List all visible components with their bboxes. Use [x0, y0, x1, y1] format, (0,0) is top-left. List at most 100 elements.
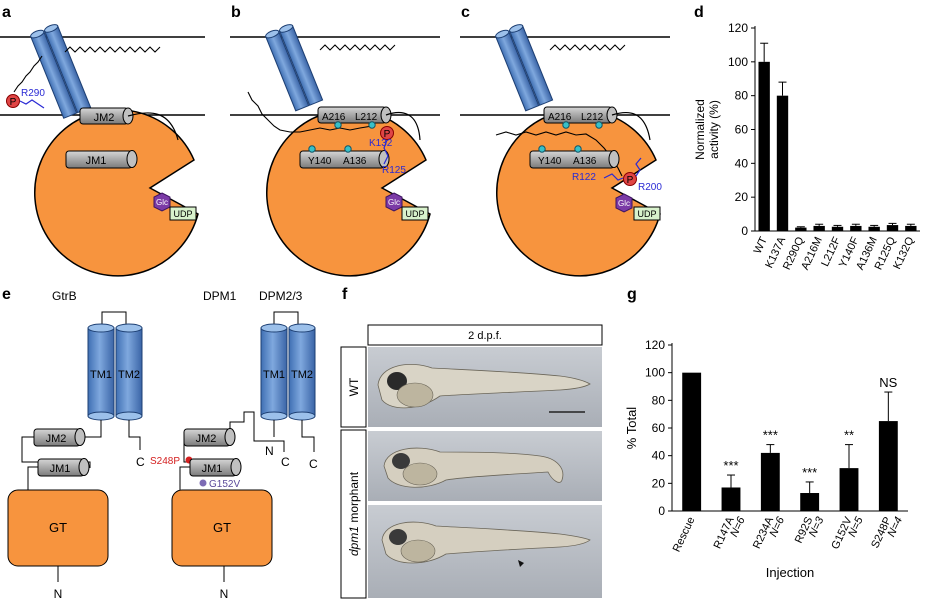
jm2-label: JM2 — [196, 433, 217, 445]
significance-label: *** — [723, 458, 738, 473]
significance-label: ** — [844, 428, 854, 443]
tm2-label: TM2 — [291, 369, 313, 381]
panel-e-letter: e — [2, 286, 11, 303]
panel-d: d 020406080100120WTK137AR290QA216ML212FY… — [693, 4, 920, 272]
y-tick-label: 60 — [652, 421, 666, 435]
gt-domain — [171, 489, 273, 567]
y-tick-label: 20 — [735, 190, 749, 204]
y-tick-label: 0 — [741, 224, 748, 238]
y-tick-label: 100 — [728, 55, 748, 69]
phosphate-label: P — [384, 129, 391, 140]
y-tick-label: 0 — [658, 504, 665, 518]
bar-y140f — [850, 225, 862, 231]
jm1-label: JM1 — [202, 463, 223, 475]
y-tick-label: 100 — [645, 366, 665, 380]
panel-e: e GtrB DPM1 DPM2/3 TM1 TM2 C JM2 JM1 — [2, 286, 318, 601]
a216-l212-helix: A216 L212 — [317, 106, 392, 124]
category-label: Rescue — [671, 515, 698, 554]
y140-label: Y140 — [538, 156, 562, 167]
glc-hexagon-icon — [615, 193, 633, 213]
bar-a216m — [813, 225, 825, 231]
y-tick-label: 60 — [735, 123, 749, 137]
tm-helices — [30, 24, 92, 119]
bar-r234a — [760, 452, 780, 511]
panel-f: f 2 d.p.f. WT dpm1 morphant — [340, 286, 603, 599]
gtrb-structure: TM1 TM2 C JM2 JM1 GT N — [7, 311, 145, 601]
bar-k132q — [905, 225, 917, 231]
y140-a136-helix: Y140 A136 — [299, 150, 390, 169]
y140-label: Y140 — [308, 156, 332, 167]
gt-label: GT — [49, 520, 67, 535]
bar-rescue — [682, 372, 702, 511]
phosphate-label: P — [10, 97, 17, 108]
gt-label: GT — [213, 520, 231, 535]
residue-r200-label: R200 — [638, 182, 662, 193]
stage-header-box — [367, 324, 603, 346]
dpm1-label: DPM1 — [203, 289, 237, 303]
panel-a: a JM2 JM1 P — [0, 4, 205, 277]
n-terminus-label: N — [220, 587, 229, 601]
g152v-mutation-dot — [199, 479, 207, 487]
jm1-label: JM1 — [86, 155, 107, 167]
residue-k132-label: K132 — [369, 138, 393, 149]
a136-label: A136 — [343, 156, 367, 167]
enzyme-body — [34, 109, 199, 277]
bar-r290q — [795, 227, 807, 231]
residue-r122-label: R122 — [572, 172, 596, 183]
significance-label: NS — [879, 375, 897, 390]
chart-d: 020406080100120WTK137AR290QA216ML212FY14… — [693, 21, 920, 272]
jm2-helix: JM2 — [79, 107, 134, 125]
y-axis-label: activity (%) — [707, 100, 721, 159]
s248p-label: S248P — [150, 456, 180, 467]
bar-s248p — [878, 421, 898, 511]
category-label: WT — [752, 235, 770, 256]
udp-box — [401, 206, 429, 221]
panel-d-letter: d — [694, 4, 704, 21]
a216-l212-helix: A216 L212 — [543, 106, 618, 124]
bar-r92s — [800, 493, 820, 511]
bar-k137a — [776, 95, 789, 232]
x-axis-label: Injection — [766, 565, 814, 580]
jm2-label: JM2 — [46, 433, 67, 445]
tm1-label: TM1 — [263, 369, 285, 381]
dpm-structure: TM1 TM2 N C C JM2 S248P JM1 G152V GT N — [150, 311, 318, 601]
panel-g-letter: g — [627, 286, 637, 303]
dpm23-label: DPM2/3 — [259, 289, 303, 303]
g152v-label: G152V — [209, 479, 240, 490]
tm-helices — [495, 24, 554, 112]
glc-label: Glc — [388, 198, 400, 207]
y-tick-label: 80 — [652, 393, 666, 407]
bar-r147a — [721, 487, 741, 511]
bar-a136m — [868, 226, 880, 231]
y-tick-label: 40 — [735, 156, 749, 170]
row-morphant-label: dpm1 morphant — [347, 471, 361, 556]
tm-helices — [265, 24, 324, 112]
panel-b: b A216 L212 Y140 A136 P K13 — [230, 4, 440, 277]
y-axis-label: % Total — [624, 407, 639, 450]
residue-r125-label: R125 — [382, 165, 406, 176]
n-terminus-label: N — [54, 587, 63, 601]
bar-r125q — [886, 225, 899, 231]
y-axis-label: Normalized — [693, 99, 707, 160]
tm1-label: TM1 — [90, 369, 112, 381]
jm2-label: JM2 — [94, 112, 115, 124]
a216-label: A216 — [322, 112, 346, 123]
y-tick-label: 120 — [728, 21, 748, 35]
n-terminus-label: N — [265, 444, 274, 458]
panel-b-letter: b — [231, 4, 241, 21]
udp-label: UDP — [173, 209, 192, 219]
tm2-label: TM2 — [118, 369, 140, 381]
a136-label: A136 — [573, 156, 597, 167]
y-tick-label: 40 — [652, 449, 666, 463]
panel-c: c A216 L212 Y140 A136 P — [460, 4, 670, 277]
glc-hexagon-icon — [385, 192, 403, 212]
panel-c-letter: c — [461, 4, 470, 21]
phosphate-icon — [380, 126, 394, 140]
udp-label: UDP — [637, 209, 656, 219]
stage-header: 2 d.p.f. — [468, 330, 502, 342]
jm1-helix: JM1 — [65, 150, 138, 169]
row-wt-label: WT — [347, 377, 361, 396]
panel-a-letter: a — [2, 4, 11, 21]
bar-g152v — [839, 468, 859, 511]
